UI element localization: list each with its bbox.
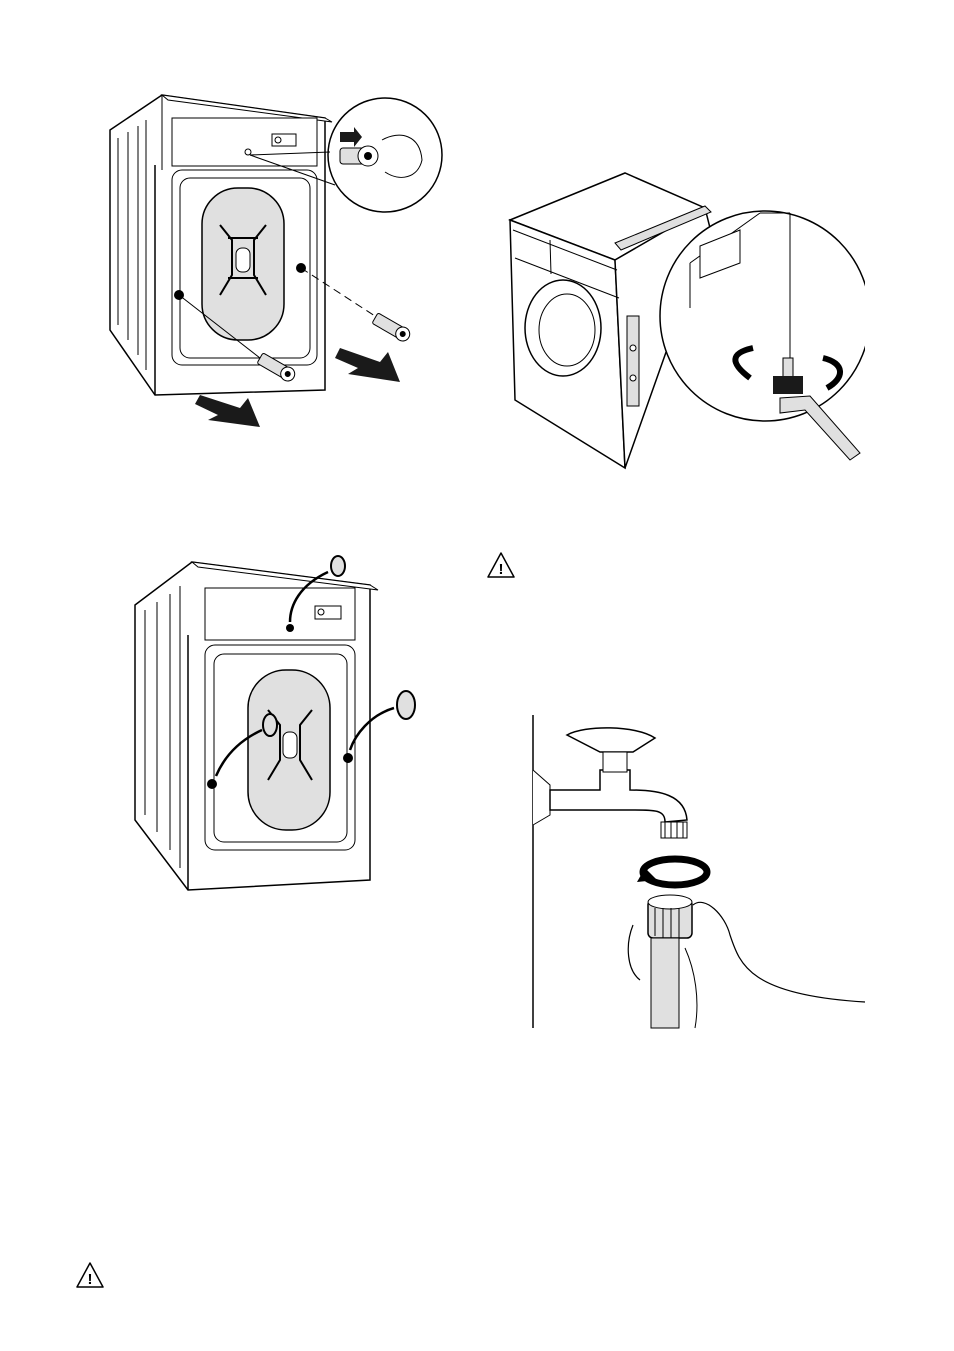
tap-hose-connection-icon — [525, 710, 870, 1030]
warning-symbol: ! — [88, 1271, 93, 1288]
spirit-level-adjust-icon — [505, 168, 865, 473]
washing-machine-rear-icon — [100, 90, 445, 435]
warning-triangle-icon: ! — [486, 551, 516, 579]
warning-symbol: ! — [499, 561, 504, 578]
warning-triangle-icon: ! — [75, 1261, 105, 1289]
washing-machine-caps-icon — [130, 550, 430, 900]
tap-hose-figure — [525, 710, 870, 1030]
plastic-caps-figure — [130, 550, 430, 900]
transit-bolts-figure — [100, 90, 445, 435]
levelling-figure — [505, 168, 865, 473]
